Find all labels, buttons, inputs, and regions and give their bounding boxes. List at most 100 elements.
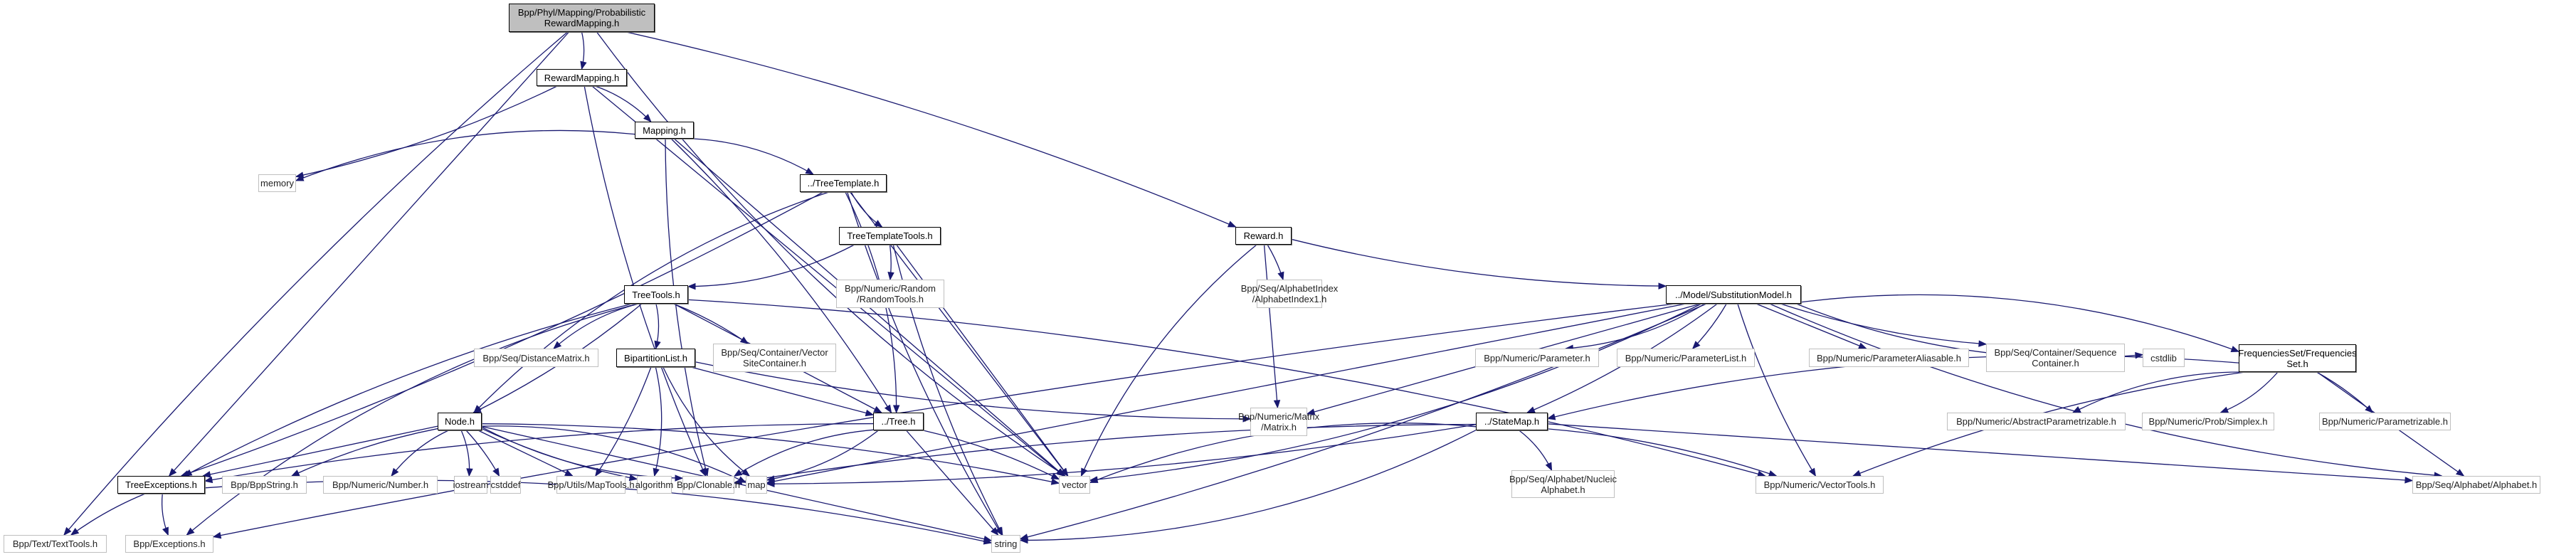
- arrowhead-icon: [1019, 536, 1028, 544]
- node-sequencecontainer[interactable]: Bpp/Seq/Container/Sequence Container.h: [1986, 344, 2125, 372]
- edge-substitutionmodel-to-parameteraliasable: [1756, 303, 1867, 349]
- arrowhead-icon: [892, 405, 900, 414]
- node-statemap[interactable]: ../StateMap.h: [1476, 413, 1548, 430]
- edge-frequenciesset-to-abstractparametrizable: [2072, 371, 2241, 413]
- edge-tree-to-string: [905, 430, 999, 536]
- node-randomtools[interactable]: Bpp/Numeric/Random /RandomTools.h: [836, 280, 944, 308]
- node-vector[interactable]: vector: [1059, 476, 1090, 494]
- edge-root-to-treeexceptions: [169, 31, 569, 477]
- edge-node-to-treeexceptions: [203, 425, 438, 477]
- arrowhead-icon: [168, 468, 177, 477]
- edge-statemap-to-alphabet: [1547, 423, 2413, 482]
- node-root[interactable]: Bpp/Phyl/Mapping/Probabilistic RewardMap…: [509, 4, 655, 32]
- node-bppstring[interactable]: Bpp/BppString.h: [222, 476, 307, 494]
- edge-reward-to-vector: [1080, 244, 1257, 477]
- arrowhead-icon: [983, 538, 993, 545]
- node-treetools[interactable]: TreeTools.h: [624, 285, 688, 304]
- node-vectorsitecontainer[interactable]: Bpp/Seq/Container/Vector SiteContainer.h: [713, 344, 836, 372]
- edge-mapping-to-tree: [670, 138, 892, 413]
- arrowhead-icon: [564, 470, 574, 477]
- edge-rewardmapping-to-memory: [295, 85, 558, 177]
- arrowhead-icon: [212, 531, 222, 539]
- arrowhead-icon: [1227, 221, 1237, 228]
- arrowhead-icon: [1080, 467, 1088, 477]
- node-parametrizable[interactable]: Bpp/Numeric/Parametrizable.h: [2319, 413, 2451, 430]
- edge-treetools-to-treeexceptions: [184, 303, 633, 477]
- node-alphabet[interactable]: Bpp/Seq/Alphabet/Alphabet.h: [2412, 476, 2540, 494]
- arrowhead-icon: [1978, 340, 1988, 347]
- arrowhead-icon: [2405, 477, 2414, 484]
- edge-node-to-map: [481, 425, 746, 483]
- node-matrix[interactable]: Bpp/Numeric/Matrix /Matrix.h: [1238, 408, 1319, 436]
- edge-tree-to-map: [766, 430, 879, 481]
- node-nucleicalphabet[interactable]: Bpp/Seq/Alphabet/Nucleic Alphabet.h: [1509, 470, 1617, 498]
- edge-statemap-to-clonable: [734, 423, 1477, 484]
- arrowhead-icon: [1852, 470, 1862, 477]
- arrowhead-icon: [996, 526, 1003, 536]
- edge-node-to-maptools: [477, 430, 573, 477]
- arrowhead-icon: [887, 272, 894, 281]
- node-parameter[interactable]: Bpp/Numeric/Parameter.h: [1475, 349, 1599, 367]
- node-treeexceptions[interactable]: TreeExceptions.h: [117, 476, 205, 494]
- arrowhead-icon: [733, 469, 743, 477]
- edge-root-to-vector: [596, 31, 1066, 477]
- edge-mapping-to-memory: [295, 129, 635, 181]
- arrowhead-icon: [654, 340, 661, 350]
- arrowhead-icon: [204, 476, 213, 484]
- node-treetemplate[interactable]: ../TreeTemplate.h: [800, 174, 887, 192]
- node-frequenciesset[interactable]: FrequenciesSet/Frequencies Set.h: [2238, 344, 2357, 372]
- node-cstddef[interactable]: cstddef: [490, 476, 521, 494]
- edge-tree-to-treeexceptions: [204, 423, 874, 482]
- node-simplex[interactable]: Bpp/Numeric/Prob/Simplex.h: [2142, 413, 2274, 430]
- node-reward[interactable]: Reward.h: [1235, 227, 1292, 245]
- edge-substitutionmodel-to-frequenciesset: [1800, 294, 2239, 352]
- arrowhead-icon: [1545, 462, 1553, 472]
- edge-statemap-to-map: [766, 424, 1477, 484]
- arrowhead-icon: [653, 467, 660, 477]
- node-memory[interactable]: memory: [258, 174, 296, 192]
- edge-treetemplatetools-to-treetools: [687, 244, 855, 287]
- node-maptools[interactable]: Bpp/Utils/MapTools.h: [547, 476, 635, 494]
- edge-bipartitionlist-to-tree: [690, 366, 874, 415]
- arrowhead-icon: [991, 526, 999, 536]
- arrowhead-icon: [628, 474, 638, 482]
- node-cstdlib[interactable]: cstdlib: [2143, 349, 2185, 367]
- node-distancematrix[interactable]: Bpp/Seq/DistanceMatrix.h: [474, 349, 598, 367]
- edge-treetools-to-distancematrix: [553, 303, 639, 349]
- node-clonable[interactable]: Bpp/Clonable.h: [677, 476, 740, 494]
- node-mapping[interactable]: Mapping.h: [635, 122, 694, 139]
- node-texttools[interactable]: Bpp/Text/TextTools.h: [4, 535, 107, 553]
- arrowhead-icon: [63, 526, 72, 536]
- arrowhead-icon: [702, 467, 709, 477]
- node-parameterlist[interactable]: Bpp/Numeric/ParameterList.h: [1617, 349, 1755, 367]
- node-alphabetindex1[interactable]: Bpp/Seq/AlphabetIndex /AlphabetIndex1.h: [1241, 280, 1338, 308]
- arrowhead-icon: [1658, 282, 1667, 290]
- edge-frequenciesset-to-simplex: [2220, 371, 2279, 413]
- arrowhead-icon: [202, 471, 211, 478]
- arrowhead-icon: [70, 527, 80, 536]
- node-algorithm[interactable]: algorithm: [635, 476, 673, 494]
- edge-statemap-to-nucleicalphabet: [1519, 430, 1553, 471]
- arrowhead-icon: [884, 404, 892, 414]
- node-rewardmapping[interactable]: RewardMapping.h: [537, 69, 627, 86]
- node-tree[interactable]: ../Tree.h: [873, 413, 924, 430]
- node-treetemplatetools[interactable]: TreeTemplateTools.h: [839, 227, 941, 245]
- node-parameteraliasable[interactable]: Bpp/Numeric/ParameterAliasable.h: [1809, 349, 1969, 367]
- node-substitutionmodel[interactable]: ../Model/SubstitutionModel.h: [1666, 285, 1801, 304]
- node-abstractparametrizable[interactable]: Bpp/Numeric/AbstractParametrizable.h: [1947, 413, 2126, 430]
- arrowhead-icon: [1050, 472, 1060, 480]
- edge-substitutionmodel-to-exceptions: [213, 303, 1676, 538]
- node-iostream[interactable]: iostream: [453, 476, 488, 494]
- edge-rewardmapping-to-vector: [591, 85, 1065, 477]
- arrowhead-icon: [162, 526, 169, 536]
- edge-substitutionmodel-to-vector: [1089, 303, 1702, 481]
- arrowhead-icon: [473, 406, 482, 413]
- arrowhead-icon: [874, 220, 883, 228]
- node-string[interactable]: string: [991, 535, 1020, 553]
- node-vectortools[interactable]: Bpp/Numeric/VectorTools.h: [1756, 476, 1884, 494]
- node-bipartitionlist[interactable]: BipartitionList.h: [616, 349, 695, 367]
- node-exceptions[interactable]: Bpp/Exceptions.h: [125, 535, 213, 553]
- node-node[interactable]: Node.h: [438, 413, 482, 430]
- node-map[interactable]: map: [746, 476, 767, 494]
- node-number[interactable]: Bpp/Numeric/Number.h: [323, 476, 438, 494]
